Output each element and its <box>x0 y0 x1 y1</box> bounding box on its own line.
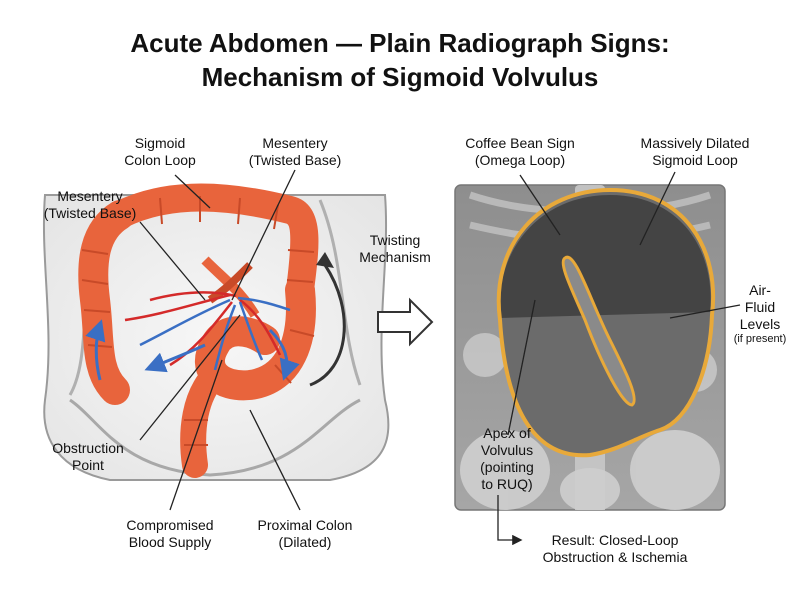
label-mesentery-left: Mesentery (Twisted Base) <box>43 188 137 221</box>
label-massively-dilated: Massively Dilated Sigmoid Loop <box>640 135 750 168</box>
dilated-sigmoid-loop <box>496 187 716 458</box>
label-sigmoid-colon-loop: Sigmoid Colon Loop <box>124 135 196 168</box>
right-arrow-icon <box>377 297 434 347</box>
coffee-bean-wall <box>561 255 636 407</box>
ascending-colon <box>78 200 135 405</box>
label-coffee-bean-sign: Coffee Bean Sign (Omega Loop) <box>465 135 575 168</box>
title-line-1: Acute Abdomen — Plain Radiograph Signs: <box>130 28 670 58</box>
curved-twist-arrow <box>309 264 346 387</box>
left-abdomen-illustration <box>42 169 390 511</box>
label-compromised-blood-supply: Compromised Blood Supply <box>126 517 214 550</box>
left-leader-lines <box>139 169 301 511</box>
rectum <box>180 362 228 478</box>
twisting-mechanism-graphic <box>309 252 434 387</box>
label-air-fluid-levels: Air- Fluid Levels (if present) <box>733 282 787 345</box>
label-twisting-mechanism: Twisting Mechanism <box>359 232 431 265</box>
label-mesentery-top: Mesentery (Twisted Base) <box>248 135 342 168</box>
label-result: Result: Closed-Loop Obstruction & Ischem… <box>542 532 688 565</box>
flow-arrows <box>85 319 300 381</box>
pelvis-outline <box>69 398 361 477</box>
right-radiograph <box>454 171 741 546</box>
title-line-2: Mechanism of Sigmoid Volvulus <box>201 62 599 92</box>
mesenteric-vessels <box>124 291 291 371</box>
label-obstruction-point: Obstruction Point <box>52 440 124 473</box>
label-proximal-colon: Proximal Colon (Dilated) <box>257 517 353 550</box>
right-leader-lines <box>497 171 741 546</box>
label-apex-of-volvulus: Apex of Volvulus (pointing to RUQ) <box>480 425 534 492</box>
